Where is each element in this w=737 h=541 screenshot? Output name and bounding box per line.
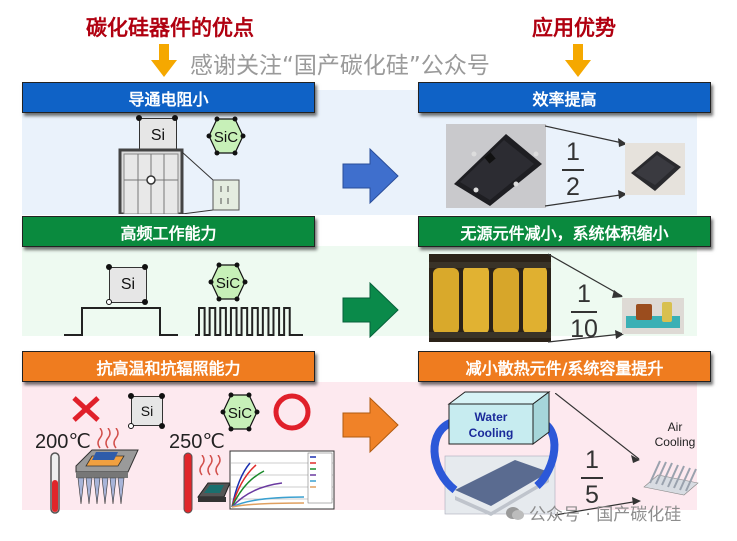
high-temp-characteristic-chart [229,450,335,510]
si-element-icon: Si [106,264,148,305]
advantage-label: 导通电阻小 [128,89,209,109]
sic-label: SiC [228,405,252,422]
down-arrow-left-icon [151,44,177,77]
large-inductors-image [429,254,551,342]
fraction-denominator: 2 [566,173,580,201]
si-heatsink-package-icon [75,428,139,505]
sic-label: SiC [216,275,240,292]
air-heatsink-image [643,460,699,496]
air-cooling-label: Air Cooling [640,420,710,450]
circle-ok-icon [273,393,311,431]
chip-die-icon [118,148,240,214]
air-cooling-line1: Air [667,420,683,434]
reduction-lines [545,125,628,207]
benefit-header-volume-reduction: 无源元件减小，系统体积缩小 [418,216,711,247]
fraction-tenth: 1 10 [569,282,599,342]
watermark-text: 感谢关注“国产碳化硅”公众号 [190,53,490,79]
fraction-denominator: 5 [585,481,599,509]
sic-element-icon: SiC [206,116,246,156]
benefit-label: 无源元件减小，系统体积缩小 [460,223,669,243]
footer-watermark-text: 公众号 · 国产碳化硅 [529,505,682,525]
small-filter-board-image [622,298,684,334]
cross-mark-icon [72,396,100,422]
water-cooling-line1: Water [475,410,508,424]
sic-element-icon: SiC [208,262,248,302]
advantage-header-high-frequency: 高频工作能力 [22,216,315,247]
small-sic-module-image [625,143,685,195]
sic-fast-pulse-waveform [195,307,303,336]
wechat-icon [506,506,524,520]
si-slow-pulse-waveform [64,307,178,336]
advantage-label: 抗高温和抗辐照能力 [96,358,241,378]
si-element-icon: Si [128,393,169,433]
fraction-numerator: 1 [566,138,580,166]
fraction-half: 1 2 [560,140,586,200]
fraction-fifth: 1 5 [580,448,604,508]
fraction-numerator: 1 [585,446,599,474]
sic-package-heat-icon [197,455,231,502]
si-label: Si [109,267,147,303]
large-power-module-image [446,124,546,208]
sic-label: SiC [214,129,238,146]
right-arrow-blue-icon [342,147,399,205]
right-title: 应用优势 [532,16,616,40]
advantage-header-high-temp-radiation: 抗高温和抗辐照能力 [22,351,315,382]
down-arrow-right-icon [565,44,591,77]
air-cooling-line2: Cooling [654,435,696,449]
thermometer-250-icon [183,452,193,514]
advantage-header-low-resistance: 导通电阻小 [22,82,315,113]
thermometer-200-icon [50,452,60,514]
right-arrow-orange-icon [342,396,399,454]
benefit-label: 减小散热元件/系统容量提升 [465,358,664,378]
si-label: Si [131,396,163,426]
benefit-header-efficiency: 效率提高 [418,82,711,113]
advantage-label: 高频工作能力 [120,223,217,243]
right-arrow-green-icon [342,281,399,339]
benefit-label: 效率提高 [532,89,597,109]
benefit-header-cooling-capacity: 减小散热元件/系统容量提升 [418,351,711,382]
water-cooling-system-image: Water Cooling [430,391,559,516]
sic-element-icon: SiC [220,392,260,432]
si-temperature-label: 200℃ [35,431,91,453]
fraction-numerator: 1 [577,280,591,308]
footer-watermark: 公众号 · 国产碳化硅 [505,500,681,525]
reduction-lines [555,393,641,516]
water-cooling-line2: Cooling [469,426,514,440]
reduction-lines [548,253,624,343]
fraction-denominator: 10 [570,315,598,343]
left-title: 碳化硅器件的优点 [86,16,254,40]
sic-temperature-label: 250℃ [169,431,225,453]
